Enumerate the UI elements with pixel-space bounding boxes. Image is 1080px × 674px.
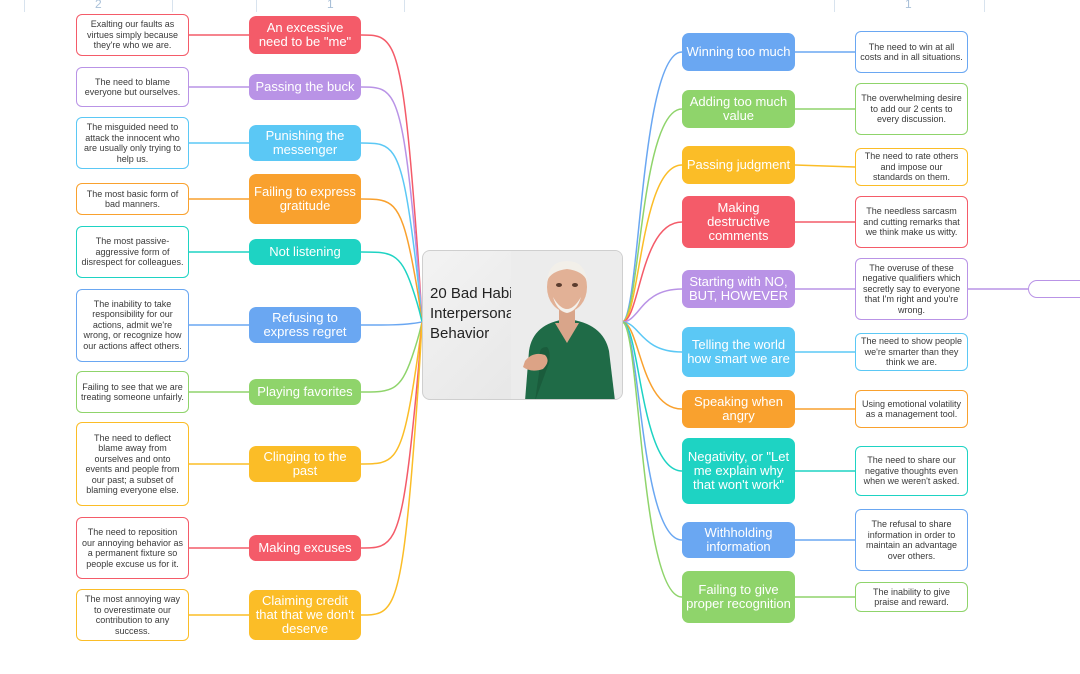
- topic-claiming-credit-that-that-we-don-t-deserve[interactable]: Claiming credit that that we don't deser…: [249, 590, 361, 640]
- connector-not-listening: [360, 251, 425, 323]
- topic-speaking-when-angry[interactable]: Speaking when angry: [682, 390, 795, 428]
- note-negativity-or-let-me-explain-why-that-won-t-work: The need to share our negative thoughts …: [855, 446, 968, 496]
- note-making-excuses: The need to reposition our annoying beha…: [76, 517, 189, 579]
- connector-failing-to-give-proper-recognition: [621, 321, 683, 598]
- ruler-tick: [834, 0, 835, 12]
- connector-claiming-credit-that-that-we-don-t-deserve: [360, 321, 425, 616]
- ruler-number: 1: [327, 0, 334, 11]
- ruler-number: 1: [905, 0, 912, 11]
- central-topic[interactable]: 20 Bad Habits of Interpersonal Behavior: [422, 250, 623, 400]
- note-adding-too-much-value: The overwhelming desire to add our 2 cen…: [855, 83, 968, 135]
- connector-refusing-to-express-regret: [360, 321, 425, 326]
- note-refusing-to-express-regret: The inability to take responsibility for…: [76, 288, 189, 362]
- topic-negativity-or-let-me-explain-why-that-won-t-work[interactable]: Negativity, or "Let me explain why that …: [682, 438, 795, 504]
- note-telling-the-world-how-smart-we-are: The need to show people we're smarter th…: [855, 333, 968, 371]
- note-failing-to-express-gratitude: The most basic form of bad manners.: [76, 183, 189, 215]
- topic-refusing-to-express-regret[interactable]: Refusing to express regret: [249, 307, 361, 343]
- topic-failing-to-express-gratitude[interactable]: Failing to express gratitude: [249, 174, 361, 224]
- note-withholding-information: The refusal to share information in orde…: [855, 509, 968, 571]
- topic-adding-too-much-value[interactable]: Adding too much value: [682, 90, 795, 128]
- topic-failing-to-give-proper-recognition[interactable]: Failing to give proper recognition: [682, 571, 795, 623]
- topic-withholding-information[interactable]: Withholding information: [682, 522, 795, 558]
- topic-passing-judgment[interactable]: Passing judgment: [682, 146, 795, 184]
- note-clinging-to-the-past: The need to deflect blame away from ours…: [76, 422, 189, 506]
- topic-not-listening[interactable]: Not listening: [249, 239, 361, 265]
- ruler-number: 2: [95, 0, 102, 11]
- ruler-tick: [404, 0, 405, 12]
- ruler-tick: [256, 0, 257, 12]
- note-not-listening: The most passive-aggressive form of disr…: [76, 226, 189, 278]
- ruler-tick: [984, 0, 985, 12]
- note-passing-the-buck: The need to blame everyone but ourselves…: [76, 67, 189, 107]
- topic-making-destructive-comments[interactable]: Making destructive comments: [682, 196, 795, 248]
- note-starting-with-no-but-however: The overuse of these negative qualifiers…: [855, 258, 968, 320]
- note-speaking-when-angry: Using emotional volatility as a manageme…: [855, 390, 968, 428]
- connector-negativity-or-let-me-explain-why-that-won-t-work: [621, 321, 683, 472]
- portrait-photo: [511, 251, 622, 399]
- topic-winning-too-much[interactable]: Winning too much: [682, 33, 795, 71]
- topic-an-excessive-need-to-be-me[interactable]: An excessive need to be "me": [249, 16, 361, 54]
- topic-punishing-the-messenger[interactable]: Punishing the messenger: [249, 125, 361, 161]
- note-punishing-the-messenger: The misguided need to attack the innocen…: [76, 117, 189, 169]
- connector-passing-judgment: [621, 164, 683, 323]
- note-winning-too-much: The need to win at all costs and in all …: [855, 31, 968, 73]
- connector-telling-the-world-how-smart-we-are: [621, 321, 683, 353]
- ruler-tick: [172, 0, 173, 12]
- note-playing-favorites: Failing to see that we are treating some…: [76, 371, 189, 413]
- topic-making-excuses[interactable]: Making excuses: [249, 535, 361, 561]
- topic-playing-favorites[interactable]: Playing favorites: [249, 379, 361, 405]
- note-making-destructive-comments: The needless sarcasm and cutting remarks…: [855, 196, 968, 248]
- note-claiming-credit-that-that-we-don-t-deserve: The most annoying way to overestimate ou…: [76, 589, 189, 641]
- collapsed-branch-stub[interactable]: [1028, 280, 1080, 298]
- connector-adding-too-much-value: [621, 108, 683, 323]
- top-ruler: 2 1 1: [0, 0, 1080, 12]
- topic-telling-the-world-how-smart-we-are[interactable]: Telling the world how smart we are: [682, 327, 795, 377]
- topic-clinging-to-the-past[interactable]: Clinging to the past: [249, 446, 361, 482]
- ruler-tick: [24, 0, 25, 12]
- note-passing-judgment: The need to rate others and impose our s…: [855, 148, 968, 186]
- connector-starting-with-no-but-however: [621, 288, 683, 323]
- note-connector-passing-judgment: [794, 164, 856, 168]
- connector-an-excessive-need-to-be-me: [360, 34, 425, 323]
- note-an-excessive-need-to-be-me: Exalting our faults as virtues simply be…: [76, 14, 189, 56]
- connector-making-destructive-comments: [621, 221, 683, 323]
- topic-passing-the-buck[interactable]: Passing the buck: [249, 74, 361, 100]
- topic-starting-with-no-but-however[interactable]: Starting with NO, BUT, HOWEVER: [682, 270, 795, 308]
- note-failing-to-give-proper-recognition: The inability to give praise and reward.: [855, 582, 968, 612]
- connector-speaking-when-angry: [621, 321, 683, 410]
- connector-winning-too-much: [621, 51, 683, 323]
